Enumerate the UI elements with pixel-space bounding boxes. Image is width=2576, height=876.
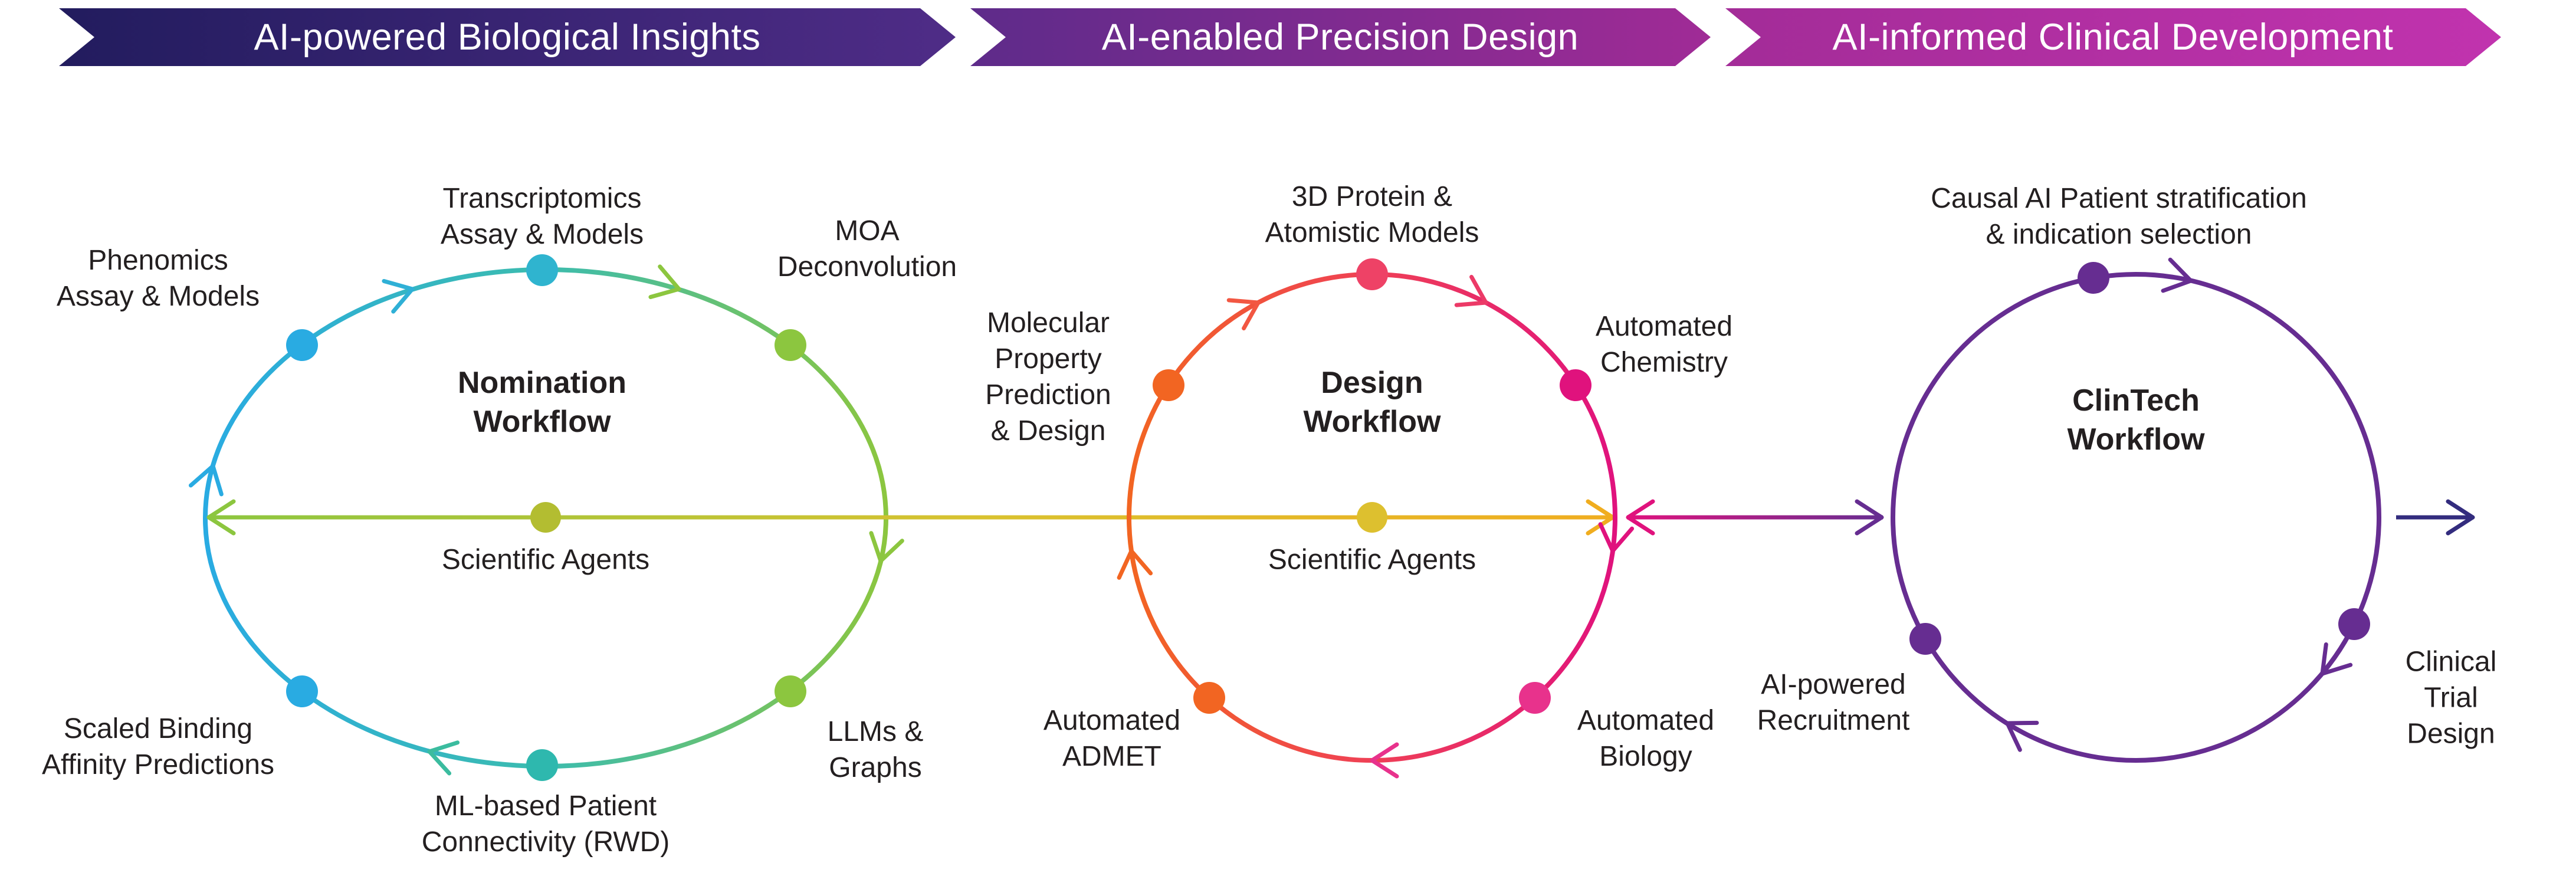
banner-ribbons (59, 8, 2501, 66)
node-dot-clinical-trial-design (2338, 608, 2370, 640)
node-label-clinical-trial-design: Clinical Trial Design (2405, 646, 2497, 750)
design-clintech-connector (1626, 499, 1884, 536)
ring1-flow-arrow-icon (648, 264, 681, 300)
node-label-causal-ai: Causal AI Patient stratification & indic… (1931, 183, 2307, 250)
ring1-flow-arrow-icon (427, 740, 460, 776)
banner-label-clinical-development: AI-informed Clinical Development (1832, 17, 2394, 58)
exit-arrow-head-icon (2446, 499, 2475, 536)
banner-label-precision-design: AI-enabled Precision Design (1101, 17, 1579, 58)
node-label-moa-deconvolution: MOA Deconvolution (777, 215, 957, 283)
agents-axis-left-arrow-icon (206, 499, 236, 536)
ring1-flow-arrow-icon (382, 278, 415, 314)
ring2-flow-arrow-icon (1117, 549, 1153, 580)
connector-left-arrow-icon (1626, 499, 1655, 536)
node-dot-scaled-binding (286, 675, 318, 707)
node-dot-transcriptomics (526, 254, 558, 286)
clintech-exit-arrow (2396, 499, 2475, 536)
ring2-flow-arrow-icon (1454, 274, 1488, 307)
scientific-agents-axis (206, 499, 1615, 536)
node-label-automated-biology: Automated Biology (1577, 705, 1715, 772)
ring3-flow-arrow-icon (2320, 642, 2353, 676)
node-label-ml-patient-connectivity: ML-based Patient Connectivity (RWD) (421, 790, 670, 858)
node-dot-ml-patient-connectivity (526, 749, 558, 781)
banner-ribbon-biological-insights (59, 8, 956, 66)
node-label-automated-admet: Automated ADMET (1043, 705, 1181, 772)
node-label-3d-protein: 3D Protein & Atomistic Models (1265, 181, 1479, 248)
agents-label-design: Scientific Agents (1268, 544, 1476, 576)
banner-ribbon-clinical-development (1725, 8, 2501, 66)
design-workflow-ring (1117, 258, 1635, 779)
workflow-title-nomination: Nomination Workflow (458, 365, 626, 439)
node-label-automated-chemistry: Automated Chemistry (1595, 311, 1733, 378)
banner-label-biological-insights: AI-powered Biological Insights (254, 17, 761, 58)
agents-label-nomination: Scientific Agents (441, 544, 650, 576)
node-dot-moa-deconvolution (775, 329, 806, 361)
node-dot-ai-recruitment (1909, 623, 1941, 655)
node-dot-automated-chemistry (1560, 369, 1591, 401)
clintech-ring-path (1891, 272, 2381, 763)
node-label-llms-graphs: LLMs & Graphs (827, 716, 924, 783)
node-dot-causal-ai (2078, 262, 2109, 294)
node-dot-3d-protein (1356, 258, 1388, 290)
ring2-flow-arrow-icon (1598, 522, 1635, 553)
ring3-flow-arrow-icon (2161, 257, 2193, 293)
node-label-molecular-property: Molecular Property Prediction & Design (985, 307, 1111, 447)
ring2-flow-arrow-icon (1370, 742, 1399, 779)
clintech-workflow-ring (1891, 257, 2381, 763)
node-dot-phenomics (286, 329, 318, 361)
banner-ribbon-precision-design (970, 8, 1711, 66)
node-dot-automated-admet (1193, 682, 1225, 714)
node-label-ai-recruitment: AI-powered Recruitment (1757, 669, 1910, 736)
workflow-title-clintech: ClinTech Workflow (2067, 383, 2205, 457)
ring1-flow-arrow-icon (188, 464, 224, 497)
workflow-title-design: Design Workflow (1303, 365, 1441, 439)
node-dot-molecular-property (1153, 369, 1184, 401)
ring1-flow-arrow-icon (869, 531, 904, 563)
node-dot-automated-biology (1519, 682, 1551, 714)
node-label-transcriptomics: Transcriptomics Assay & Models (440, 183, 644, 250)
connector-right-arrow-icon (1855, 499, 1884, 536)
node-dot-llms-graphs (775, 675, 806, 707)
ring2-flow-arrow-icon (1226, 298, 1261, 331)
node-label-phenomics: Phenomics Assay & Models (56, 245, 260, 312)
ring3-flow-arrow-icon (2005, 720, 2039, 752)
agents-dot-design (1357, 502, 1387, 533)
node-label-scaled-binding: Scaled Binding Affinity Predictions (42, 713, 274, 780)
agents-dot-nomination (530, 502, 561, 533)
